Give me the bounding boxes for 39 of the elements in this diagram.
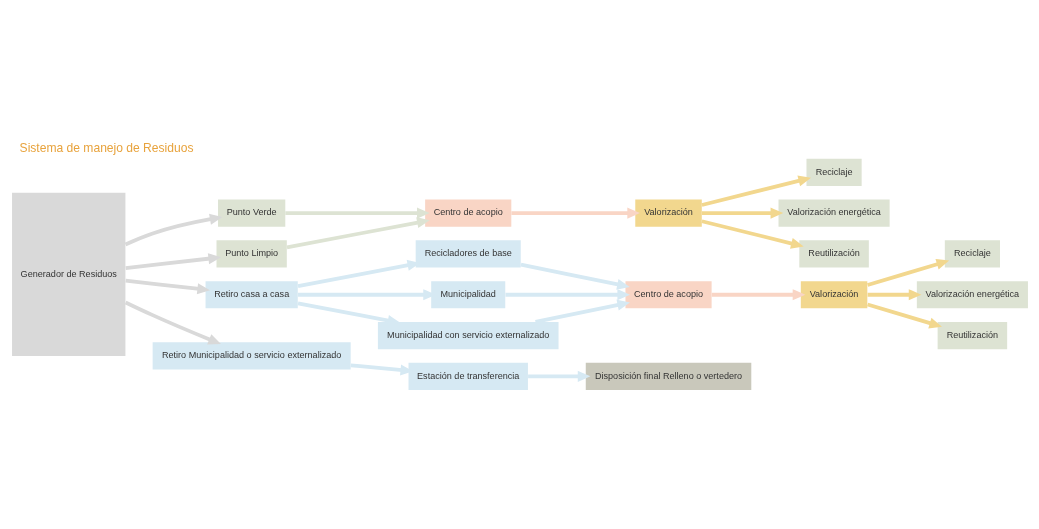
node-box: Retiro Municipalidad o servicio externalizado	[152, 342, 351, 370]
node-box: Valorización energética	[778, 199, 890, 227]
arrow	[866, 258, 949, 287]
node-box: Municipalidad	[430, 281, 505, 309]
node-box: Recicladores de base	[415, 240, 521, 268]
node-box: Punto Limpio	[216, 240, 287, 268]
arrow	[124, 300, 221, 345]
arrow	[700, 219, 804, 249]
arrow	[701, 207, 783, 219]
diagram-title: Sistema de manejo de Residuos	[19, 140, 193, 155]
node-box: Reciclaje	[806, 158, 862, 186]
arrow	[504, 289, 630, 301]
node-box: Reciclaje	[944, 240, 1000, 268]
arrow	[520, 262, 630, 290]
node-box: Reutilización	[937, 321, 1007, 350]
arrow	[124, 253, 221, 270]
arrow	[284, 207, 430, 219]
arrow	[527, 370, 590, 382]
node-box: Centro de acopio	[424, 199, 511, 227]
node-box: Centro de acopio	[624, 281, 712, 309]
arrow	[866, 302, 942, 329]
node-box: Reutilización	[798, 240, 869, 268]
node-box: Valorización	[800, 281, 867, 309]
arrow	[534, 299, 630, 324]
node-box: Generador de Residuos	[11, 192, 125, 356]
node-box: Retiro casa a casa	[205, 281, 298, 309]
node-box: Valorización	[634, 199, 702, 227]
node-box: Disposición final Relleno o vertedero	[585, 362, 751, 390]
node-box: Punto Verde	[217, 199, 285, 227]
arrow	[124, 213, 222, 247]
arrow	[510, 207, 640, 219]
arrow	[867, 289, 921, 301]
arrow	[124, 278, 210, 295]
arrow	[700, 175, 811, 207]
node-box: Municipalidad con servicio externalizado	[377, 321, 559, 350]
node-box: Estación de transferencia	[408, 362, 528, 390]
node-box: Valorización energética	[916, 281, 1028, 309]
arrow	[286, 217, 430, 250]
arrow	[711, 289, 805, 301]
